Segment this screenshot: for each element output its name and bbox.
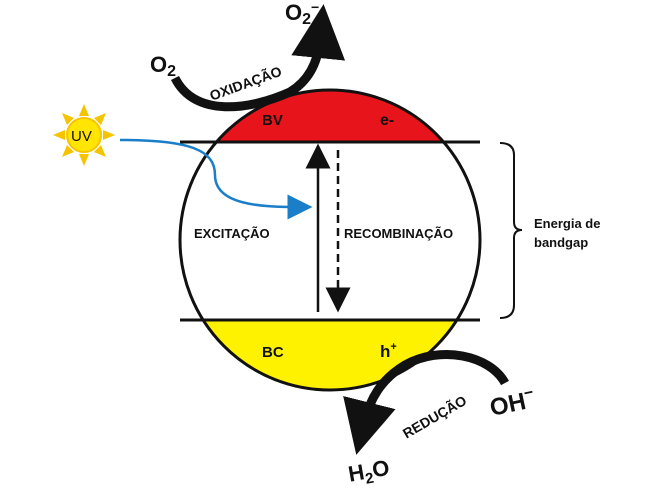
water-label: H2O <box>346 455 392 490</box>
semiconductor-particle <box>178 88 482 392</box>
o2-label: O2 <box>150 52 176 80</box>
electron-label: e- <box>380 112 394 129</box>
uv-light-arrow <box>119 138 313 220</box>
bandgap-label-line2: bandgap <box>534 235 588 250</box>
reduction-arrow <box>343 350 509 455</box>
superoxide-label: O2− <box>285 0 319 28</box>
sun-icon <box>53 104 115 166</box>
oxidation-arrow <box>170 4 346 112</box>
reduction-label: REDUÇÃO <box>399 391 469 441</box>
recombination-label: RECOMBINAÇÃO <box>344 226 453 241</box>
hole-label: h+ <box>380 341 397 361</box>
bv-label: BV <box>262 112 283 129</box>
bandgap-bracket <box>499 142 523 319</box>
conduction-band <box>180 320 480 390</box>
bandgap-label-line1: Energia de <box>534 216 600 231</box>
hydroxide-label: OH− <box>487 384 537 422</box>
bc-label: BC <box>262 344 284 361</box>
uv-label: UV <box>71 128 92 145</box>
excitation-label: EXCITAÇÃO <box>194 226 270 241</box>
